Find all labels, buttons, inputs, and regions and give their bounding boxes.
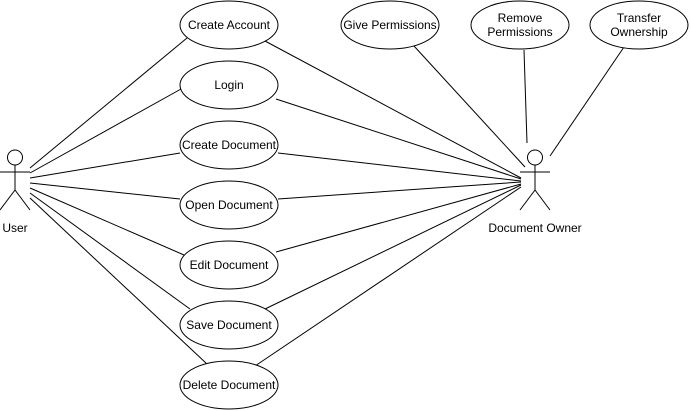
association-line-user-save-document bbox=[29, 192, 191, 310]
use-case-label: Ownership bbox=[610, 25, 668, 39]
use-case-create-document[interactable]: Create Document bbox=[179, 120, 279, 170]
association-line-user-edit-document bbox=[29, 187, 185, 256]
association-line-owner-create-account bbox=[264, 40, 522, 179]
association-line-owner-transfer-ownership bbox=[549, 46, 625, 157]
association-line-user-delete-document bbox=[29, 197, 208, 365]
association-line-owner-edit-document bbox=[275, 183, 522, 253]
actors: User Document Owner bbox=[0, 149, 582, 235]
use-case-label: Remove bbox=[498, 11, 543, 25]
actor-right-leg bbox=[534, 189, 551, 211]
use-case-delete-document[interactable]: Delete Document bbox=[179, 360, 279, 410]
actor-label: Document Owner bbox=[488, 221, 581, 235]
association-line-owner-give-permissions bbox=[413, 45, 526, 168]
use-case-ellipse bbox=[340, 0, 440, 50]
actor-head bbox=[7, 149, 23, 166]
use-case-create-account[interactable]: Create Account bbox=[179, 0, 279, 50]
use-case-ellipse bbox=[179, 0, 279, 50]
use-case-ellipse bbox=[589, 0, 689, 50]
use-case-ellipse bbox=[179, 120, 279, 170]
use-case-label: Permissions bbox=[487, 25, 552, 39]
use-case-label: Give Permissions bbox=[343, 18, 436, 32]
use-case-ellipse bbox=[470, 0, 570, 50]
actor-head bbox=[527, 149, 543, 166]
association-line-user-create-document bbox=[29, 152, 181, 179]
association-line-user-create-account bbox=[29, 37, 188, 169]
use-case-ellipse bbox=[179, 60, 279, 110]
association-lines bbox=[29, 37, 625, 367]
use-case-save-document[interactable]: Save Document bbox=[179, 300, 279, 350]
actor-label: User bbox=[2, 221, 27, 235]
actor-left-leg bbox=[0, 189, 16, 211]
actor-user[interactable]: User bbox=[0, 149, 31, 235]
association-line-owner-open-document bbox=[277, 181, 522, 200]
use-case-give-permissions[interactable]: Give Permissions bbox=[340, 0, 440, 50]
use-case-ellipse bbox=[179, 180, 279, 230]
use-case-label: Open Document bbox=[185, 198, 273, 212]
use-case-ellipse bbox=[179, 300, 279, 350]
actor-owner[interactable]: Document Owner bbox=[488, 149, 582, 235]
use-case-edit-document[interactable]: Edit Document bbox=[179, 240, 279, 290]
use-case-label: Login bbox=[214, 78, 243, 92]
association-line-owner-remove-permissions bbox=[523, 49, 528, 144]
use-case-label: Save Document bbox=[186, 318, 272, 332]
use-case-label: Create Document bbox=[182, 138, 277, 152]
actor-left-leg bbox=[519, 189, 536, 211]
use-case-ellipse bbox=[179, 240, 279, 290]
use-case-open-document[interactable]: Open Document bbox=[179, 180, 279, 230]
association-line-owner-delete-document bbox=[254, 186, 522, 367]
use-case-label: Edit Document bbox=[190, 258, 269, 272]
association-line-owner-create-document bbox=[277, 152, 522, 182]
use-case-label: Create Account bbox=[188, 18, 271, 32]
association-line-user-login bbox=[29, 88, 182, 174]
association-line-owner-login bbox=[275, 98, 522, 180]
use-case-login[interactable]: Login bbox=[179, 60, 279, 110]
use-case-label: Transfer bbox=[617, 11, 661, 25]
association-line-owner-save-document bbox=[264, 184, 522, 310]
use-case-ellipse bbox=[179, 360, 279, 410]
actor-right-leg bbox=[14, 189, 31, 211]
use-case-label: Delete Document bbox=[183, 378, 276, 392]
association-line-user-open-document bbox=[29, 182, 181, 200]
